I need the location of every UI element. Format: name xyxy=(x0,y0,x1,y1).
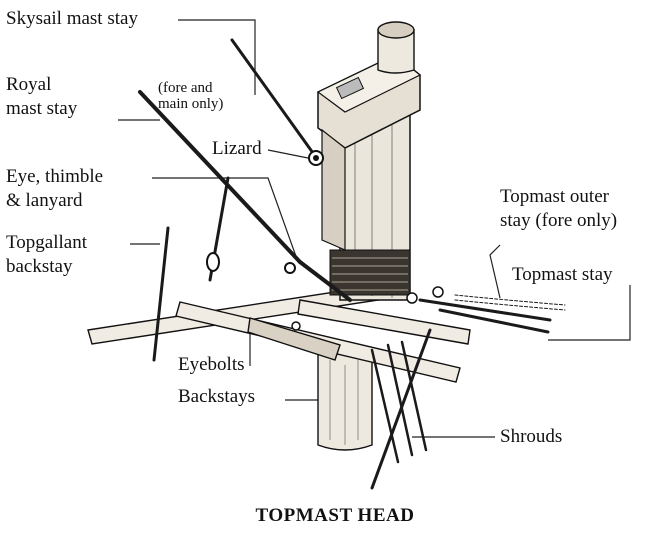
label-fore-main-note-line1: (fore and xyxy=(158,80,213,97)
topgallant-backstay-line xyxy=(154,228,168,360)
label-eye-thimble-line1: Eye, thimble xyxy=(6,166,103,188)
leader-topmast-outer xyxy=(490,245,500,298)
label-topgallant-backstay-line1: Topgallant xyxy=(6,232,87,254)
label-lizard: Lizard xyxy=(212,138,262,160)
lower-mast xyxy=(318,350,372,450)
figure-caption: TOPMAST HEAD xyxy=(0,505,670,527)
label-eyebolts: Eyebolts xyxy=(178,354,245,376)
label-topmast-stay: Topmast stay xyxy=(512,264,613,286)
label-shrouds: Shrouds xyxy=(500,426,562,448)
topmast-outer-stay-line xyxy=(455,295,565,305)
label-topgallant-backstay-line2: backstay xyxy=(6,256,72,278)
royal-stay-line xyxy=(140,92,300,262)
label-royal-mast-stay-line1: Royal xyxy=(6,74,51,96)
label-topmast-outer-stay-line2: stay (fore only) xyxy=(500,210,617,232)
label-fore-main-note-line2: main only) xyxy=(158,96,223,113)
lizard-thimble xyxy=(309,151,323,165)
label-eye-thimble-line2: & lanyard xyxy=(6,190,83,212)
leader-topmast-stay xyxy=(548,285,630,340)
eye-thimble xyxy=(207,253,295,273)
label-royal-mast-stay-line2: mast stay xyxy=(6,98,77,120)
label-topmast-outer-stay-line1: Topmast outer xyxy=(500,186,609,208)
label-skysail-mast-stay: Skysail mast stay xyxy=(6,8,138,30)
topgallant-mast-heel xyxy=(378,22,414,73)
label-backstays: Backstays xyxy=(178,386,255,408)
leader-lizard xyxy=(268,150,308,158)
